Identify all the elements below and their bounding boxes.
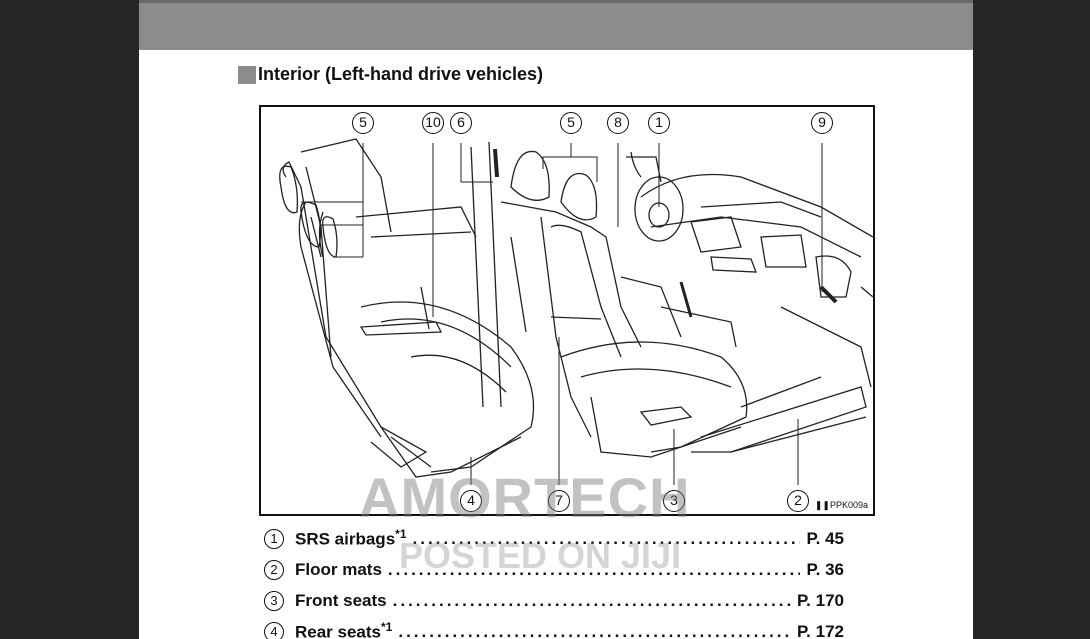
callout-2: 2 <box>787 490 809 512</box>
leader-dots: ........................................… <box>387 559 801 579</box>
page-header-band <box>139 3 973 50</box>
item-label: Front seats <box>295 591 387 611</box>
heading-square-icon <box>238 65 256 84</box>
item-page-ref: P. 172 <box>797 621 844 639</box>
list-item: 3 Front seats ..........................… <box>264 585 844 616</box>
callout-9: 9 <box>811 112 833 134</box>
leader-dots: ........................................… <box>412 528 801 548</box>
item-footnote-mark: *1 <box>381 620 393 635</box>
callout-3: 3 <box>663 490 685 512</box>
interior-illustration: 5 10 6 5 8 1 9 4 7 3 2 ❚❚PPK009a <box>259 105 875 516</box>
callout-4: 4 <box>460 490 482 512</box>
item-number: 2 <box>264 559 284 580</box>
leader-dots: ........................................… <box>392 590 791 610</box>
item-label-text: Rear seats <box>295 622 382 639</box>
item-page-ref: P. 170 <box>797 590 844 610</box>
list-item: 1 SRS airbags*1 ........................… <box>264 523 844 554</box>
callout-10: 10 <box>422 112 444 134</box>
item-page-ref: P. 36 <box>806 559 844 579</box>
list-item: 2 Floor mats ...........................… <box>264 554 844 585</box>
item-number: 3 <box>264 590 284 611</box>
item-label: Floor mats <box>295 560 382 580</box>
left-margin <box>0 0 139 639</box>
list-item: 4 Rear seats*1 .........................… <box>264 616 844 639</box>
item-number: 4 <box>264 621 284 639</box>
item-number: 1 <box>264 528 284 549</box>
callout-6: 6 <box>450 112 472 134</box>
interior-line-drawing <box>279 138 873 485</box>
item-page-ref: P. 45 <box>806 528 844 548</box>
callout-8: 8 <box>607 112 629 134</box>
figure-code: ❚❚PPK009a <box>814 500 868 510</box>
figure-code-text: PPK009a <box>829 500 868 510</box>
window-top-edge <box>0 0 1090 3</box>
item-label: SRS airbags*1 <box>295 527 407 550</box>
item-list: 1 SRS airbags*1 ........................… <box>264 523 844 639</box>
watermark-brand: AMORTECH <box>359 466 691 529</box>
section-title: Interior (Left-hand drive vehicles) <box>258 64 544 84</box>
watermark-posted: POSTED ON JIJI <box>399 535 682 576</box>
item-label-text: Front seats <box>295 590 387 610</box>
callout-5-rear-headrests: 5 <box>352 112 374 134</box>
callout-7: 7 <box>548 490 570 512</box>
section-heading: Interior (Left-hand drive vehicles) <box>238 64 543 85</box>
right-margin <box>973 0 1090 639</box>
manual-page: Interior (Left-hand drive vehicles) <box>139 3 973 639</box>
leader-dots: ........................................… <box>398 621 792 639</box>
callout-5-front-headrests: 5 <box>560 112 582 134</box>
item-footnote-mark: *1 <box>395 527 407 542</box>
callout-1: 1 <box>648 112 670 134</box>
item-label-text: Floor mats <box>295 559 382 579</box>
item-label-text: SRS airbags <box>295 529 396 549</box>
item-label: Rear seats*1 <box>295 620 392 639</box>
